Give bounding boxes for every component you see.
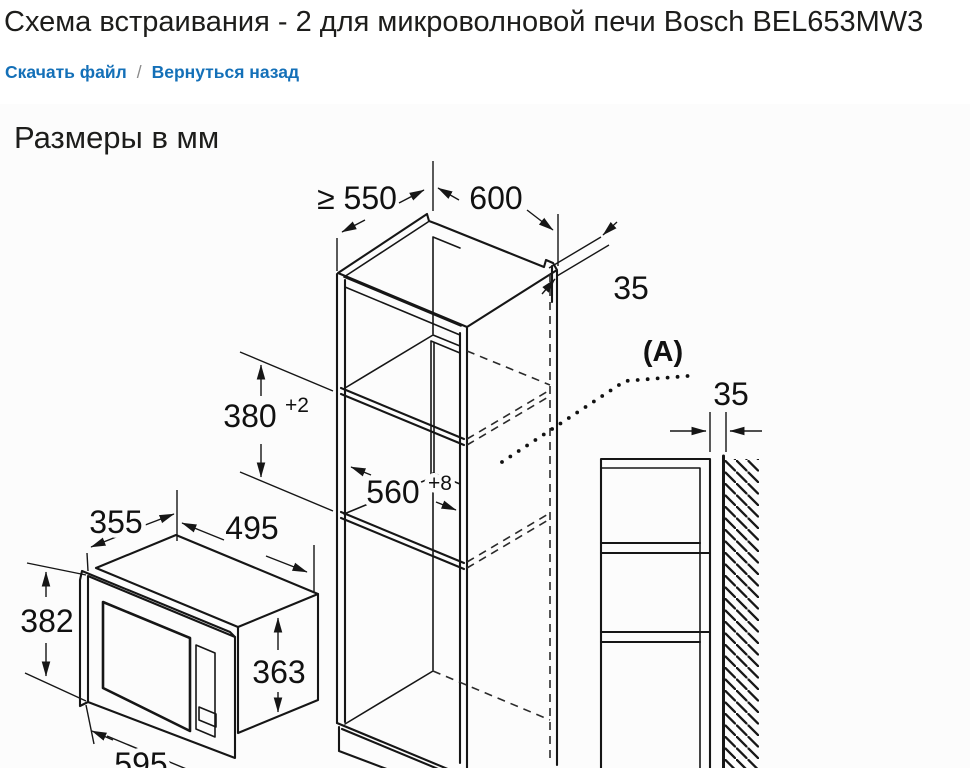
diagram-heading: Размеры в мм [14,120,219,155]
microwave-drawing [78,533,320,760]
wall-hatching [722,454,759,768]
dim-niche-height-tol: +2 [285,394,309,417]
dim-appliance-body-width: 495 [225,510,278,546]
wall-spacer-marker: (A) [643,336,683,368]
action-links: Скачать файл / Вернуться назад [5,62,299,83]
dim-back-offset: 35 [613,270,649,306]
download-file-link[interactable]: Скачать файл [5,62,127,82]
dim-appliance-body-height: 363 [252,654,305,690]
link-separator: / [136,62,142,82]
dim-appliance-front-width: 595 [114,746,167,768]
page-title: Схема встраивания - 2 для микроволновой … [4,6,924,38]
dimension-annotations: ≥ 550 600 35 (A) 35 380 +2 560 [16,161,762,768]
dim-wall-gap: 35 [713,376,749,412]
figure-background [0,104,970,768]
go-back-link[interactable]: Вернуться назад [151,62,300,82]
dim-niche-depth: ≥ 550 [317,180,397,216]
cabinet-drawing [335,212,559,768]
dim-niche-width-tol: +8 [428,472,452,495]
dim-niche-width: 560 [366,474,419,510]
dotted-leader [500,374,690,464]
dim-niche-height: 380 [223,398,276,434]
side-view-drawing [599,457,712,768]
dim-appliance-front-height: 382 [20,603,73,639]
dim-cabinet-width: 600 [469,180,522,216]
dim-appliance-depth: 355 [89,504,142,540]
